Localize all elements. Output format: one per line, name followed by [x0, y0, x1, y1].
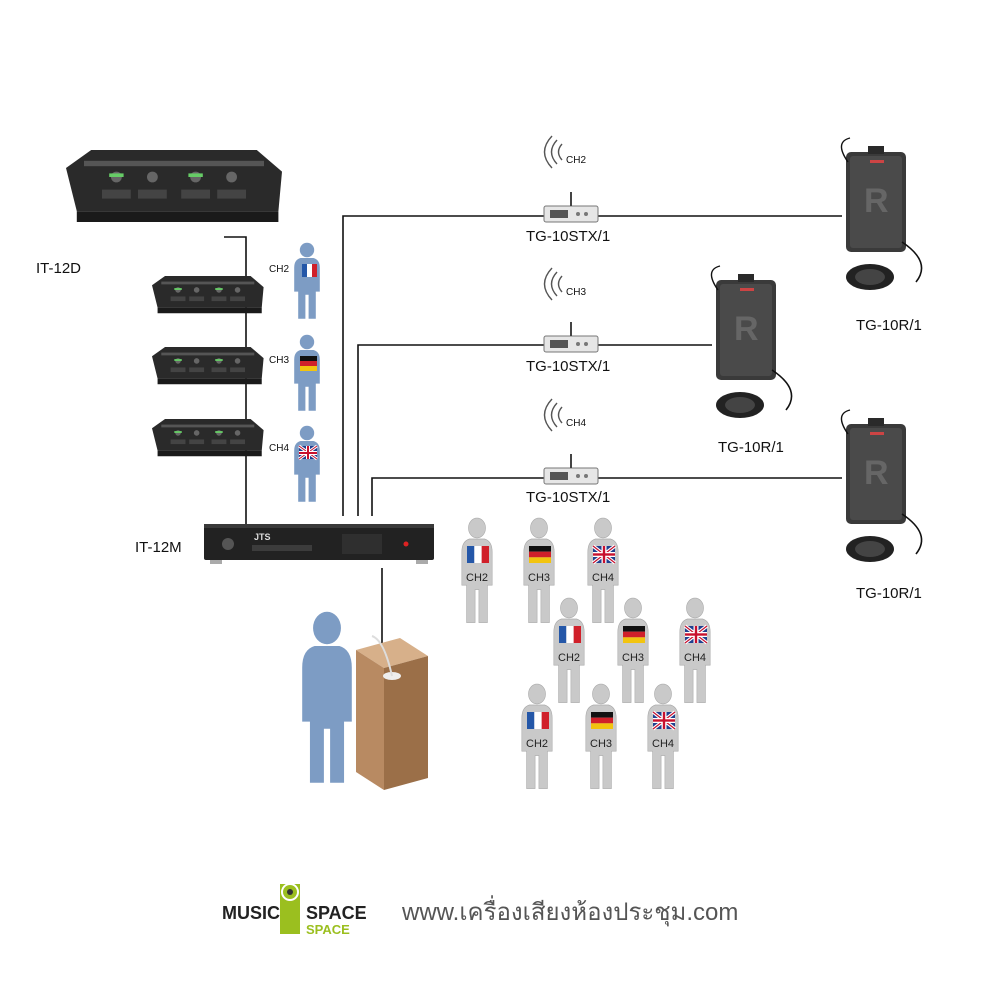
receiver-1: TG-10R/1 [840, 137, 923, 334]
footer-logo: MUSIC SPACE SPACE [222, 883, 367, 937]
audience-member: CH3 [617, 597, 649, 704]
signal-label-ch4: CH4 [566, 418, 586, 429]
audience-member: CH2 [521, 683, 553, 790]
audience-member: CH2 [461, 517, 493, 624]
footer-website: www.เครื่องเสียงห้องประชุม.com [401, 895, 738, 927]
interpreter-console-ch4 [152, 419, 264, 457]
logo-space: SPACE [306, 903, 367, 923]
connection-lines [224, 215, 842, 650]
jts-brand: JTS [254, 532, 271, 542]
interpreter-ch3: CH3 [269, 334, 320, 411]
france-flag-icon [559, 626, 581, 643]
interpreter-label-ch4: CH4 [269, 443, 289, 454]
interpreter-label-ch2: CH2 [269, 264, 289, 275]
audience-channel-label: CH2 [558, 652, 580, 664]
presenter [302, 611, 352, 783]
link-ch3-line [357, 344, 544, 516]
interpreter-label-ch3: CH3 [269, 355, 289, 366]
link-ch2-line [342, 215, 544, 516]
transmitter-ch4: CH4 TG-10STX/1 [526, 398, 610, 506]
audience-member: CH4 [587, 517, 619, 624]
wireless-signal-icon [543, 398, 563, 432]
uk-flag-icon [298, 444, 318, 461]
france-flag-icon [467, 546, 489, 563]
interpreter-console-ch3 [152, 347, 264, 385]
germany-flag-icon [623, 626, 645, 643]
label-it12d: IT-12D [36, 260, 81, 277]
label-tx-ch3: TG-10STX/1 [526, 358, 610, 375]
label-it12m: IT-12M [135, 539, 182, 556]
wireless-signal-icon [543, 135, 563, 169]
france-flag-icon [302, 264, 317, 277]
uk-flag-icon [591, 544, 617, 565]
germany-flag-icon [529, 546, 551, 563]
logo-space-sub: SPACE [306, 922, 350, 937]
audience-member: CH3 [585, 683, 617, 790]
interpreter-ch4: CH4 [269, 425, 320, 502]
label-rx-3: TG-10R/1 [856, 585, 922, 602]
podium [356, 635, 428, 790]
audience-channel-label: CH4 [652, 738, 674, 750]
audience-member: CH2 [553, 597, 585, 704]
germany-flag-icon [300, 356, 317, 371]
link-ch4-line [371, 477, 544, 516]
audience-channel-label: CH3 [622, 652, 644, 664]
transmitter-ch2: CH2 TG-10STX/1 [526, 135, 610, 245]
it12m-unit: JTS [204, 524, 434, 564]
germany-flag-icon [591, 712, 613, 729]
label-tx-ch4: TG-10STX/1 [526, 489, 610, 506]
uk-flag-icon [683, 624, 709, 645]
receiver-3: TG-10R/1 [840, 409, 923, 602]
audience-member: CH4 [679, 597, 711, 704]
audience-member: CH4 [647, 683, 679, 790]
signal-label-ch2: CH2 [566, 155, 586, 166]
audience-member: CH3 [523, 517, 555, 624]
audience-channel-label: CH3 [590, 738, 612, 750]
uk-flag-icon [651, 710, 677, 731]
it12d-console-main [66, 150, 282, 222]
audience-channel-label: CH2 [526, 738, 548, 750]
audience-channel-label: CH4 [592, 572, 614, 584]
france-flag-icon [527, 712, 549, 729]
label-rx-2: TG-10R/1 [718, 439, 784, 456]
speaker-logo-icon [280, 883, 300, 934]
interpreter-console-ch2 [152, 276, 264, 314]
interpreter-ch2: CH2 [269, 242, 320, 319]
label-tx-ch2: TG-10STX/1 [526, 228, 610, 245]
audience-channel-label: CH3 [528, 572, 550, 584]
label-rx-1: TG-10R/1 [856, 317, 922, 334]
receiver-2: TG-10R/1 [710, 265, 793, 456]
signal-label-ch3: CH3 [566, 287, 586, 298]
logo-music: MUSIC [222, 903, 280, 923]
transmitter-ch3: CH3 TG-10STX/1 [526, 267, 610, 375]
wireless-signal-icon [543, 267, 563, 301]
audience-channel-label: CH4 [684, 652, 706, 664]
audience-channel-label: CH2 [466, 572, 488, 584]
